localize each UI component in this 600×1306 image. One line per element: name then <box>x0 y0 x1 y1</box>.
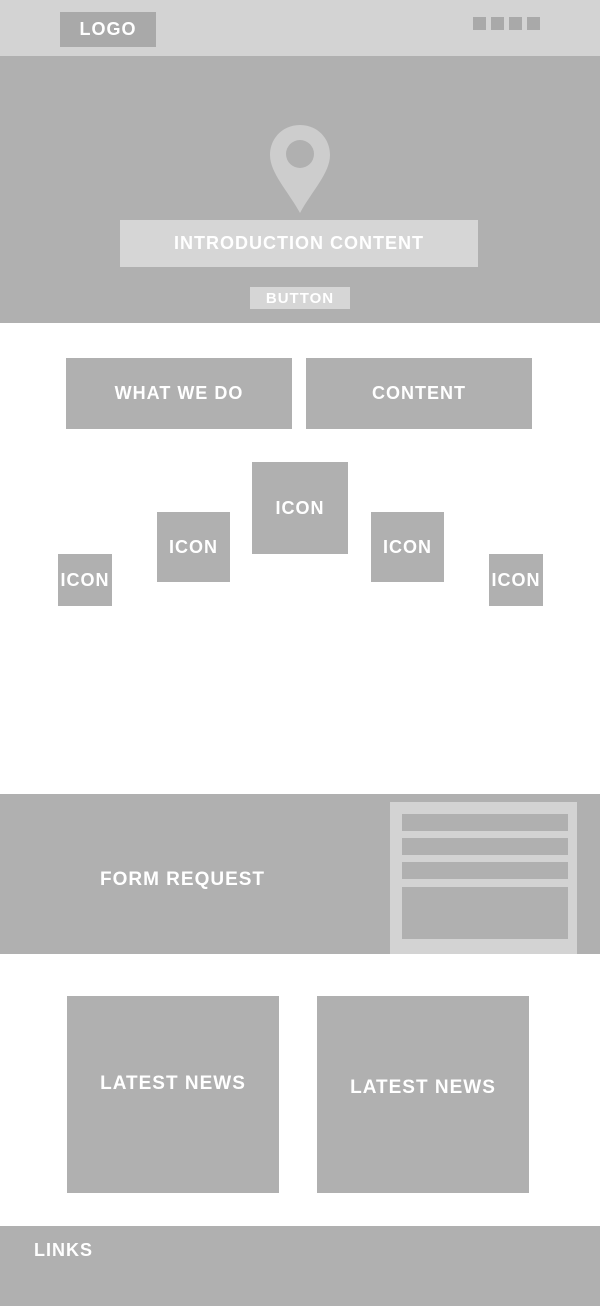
form-input-field[interactable] <box>402 814 568 831</box>
menu-dot-icon[interactable] <box>491 17 504 30</box>
form-request-label: FORM REQUEST <box>99 869 266 890</box>
intro-content: INTRODUCTION CONTENT <box>120 220 478 267</box>
latest-news-card[interactable]: LATEST NEWS <box>67 996 279 1193</box>
content-box: CONTENT <box>306 358 532 429</box>
menu-dot-icon[interactable] <box>509 17 522 30</box>
menu-dot-icon[interactable] <box>527 17 540 30</box>
feature-icon: ICON <box>157 512 230 582</box>
logo[interactable]: LOGO <box>60 12 156 47</box>
menu-dot-icon[interactable] <box>473 17 486 30</box>
footer-links-label: LINKS <box>34 1239 93 1260</box>
feature-icon: ICON <box>371 512 444 582</box>
feature-icon: ICON <box>489 554 543 606</box>
what-we-do-box: WHAT WE DO <box>66 358 292 429</box>
feature-icon: ICON <box>58 554 112 606</box>
map-pin-icon <box>270 125 330 213</box>
latest-news-card[interactable]: LATEST NEWS <box>317 996 529 1193</box>
feature-icon: ICON <box>252 462 348 554</box>
hero-button[interactable]: BUTTON <box>250 287 350 309</box>
site-footer <box>0 1226 600 1306</box>
form-input-field[interactable] <box>402 838 568 855</box>
form-input-field[interactable] <box>402 862 568 879</box>
form-textarea[interactable] <box>402 887 568 939</box>
